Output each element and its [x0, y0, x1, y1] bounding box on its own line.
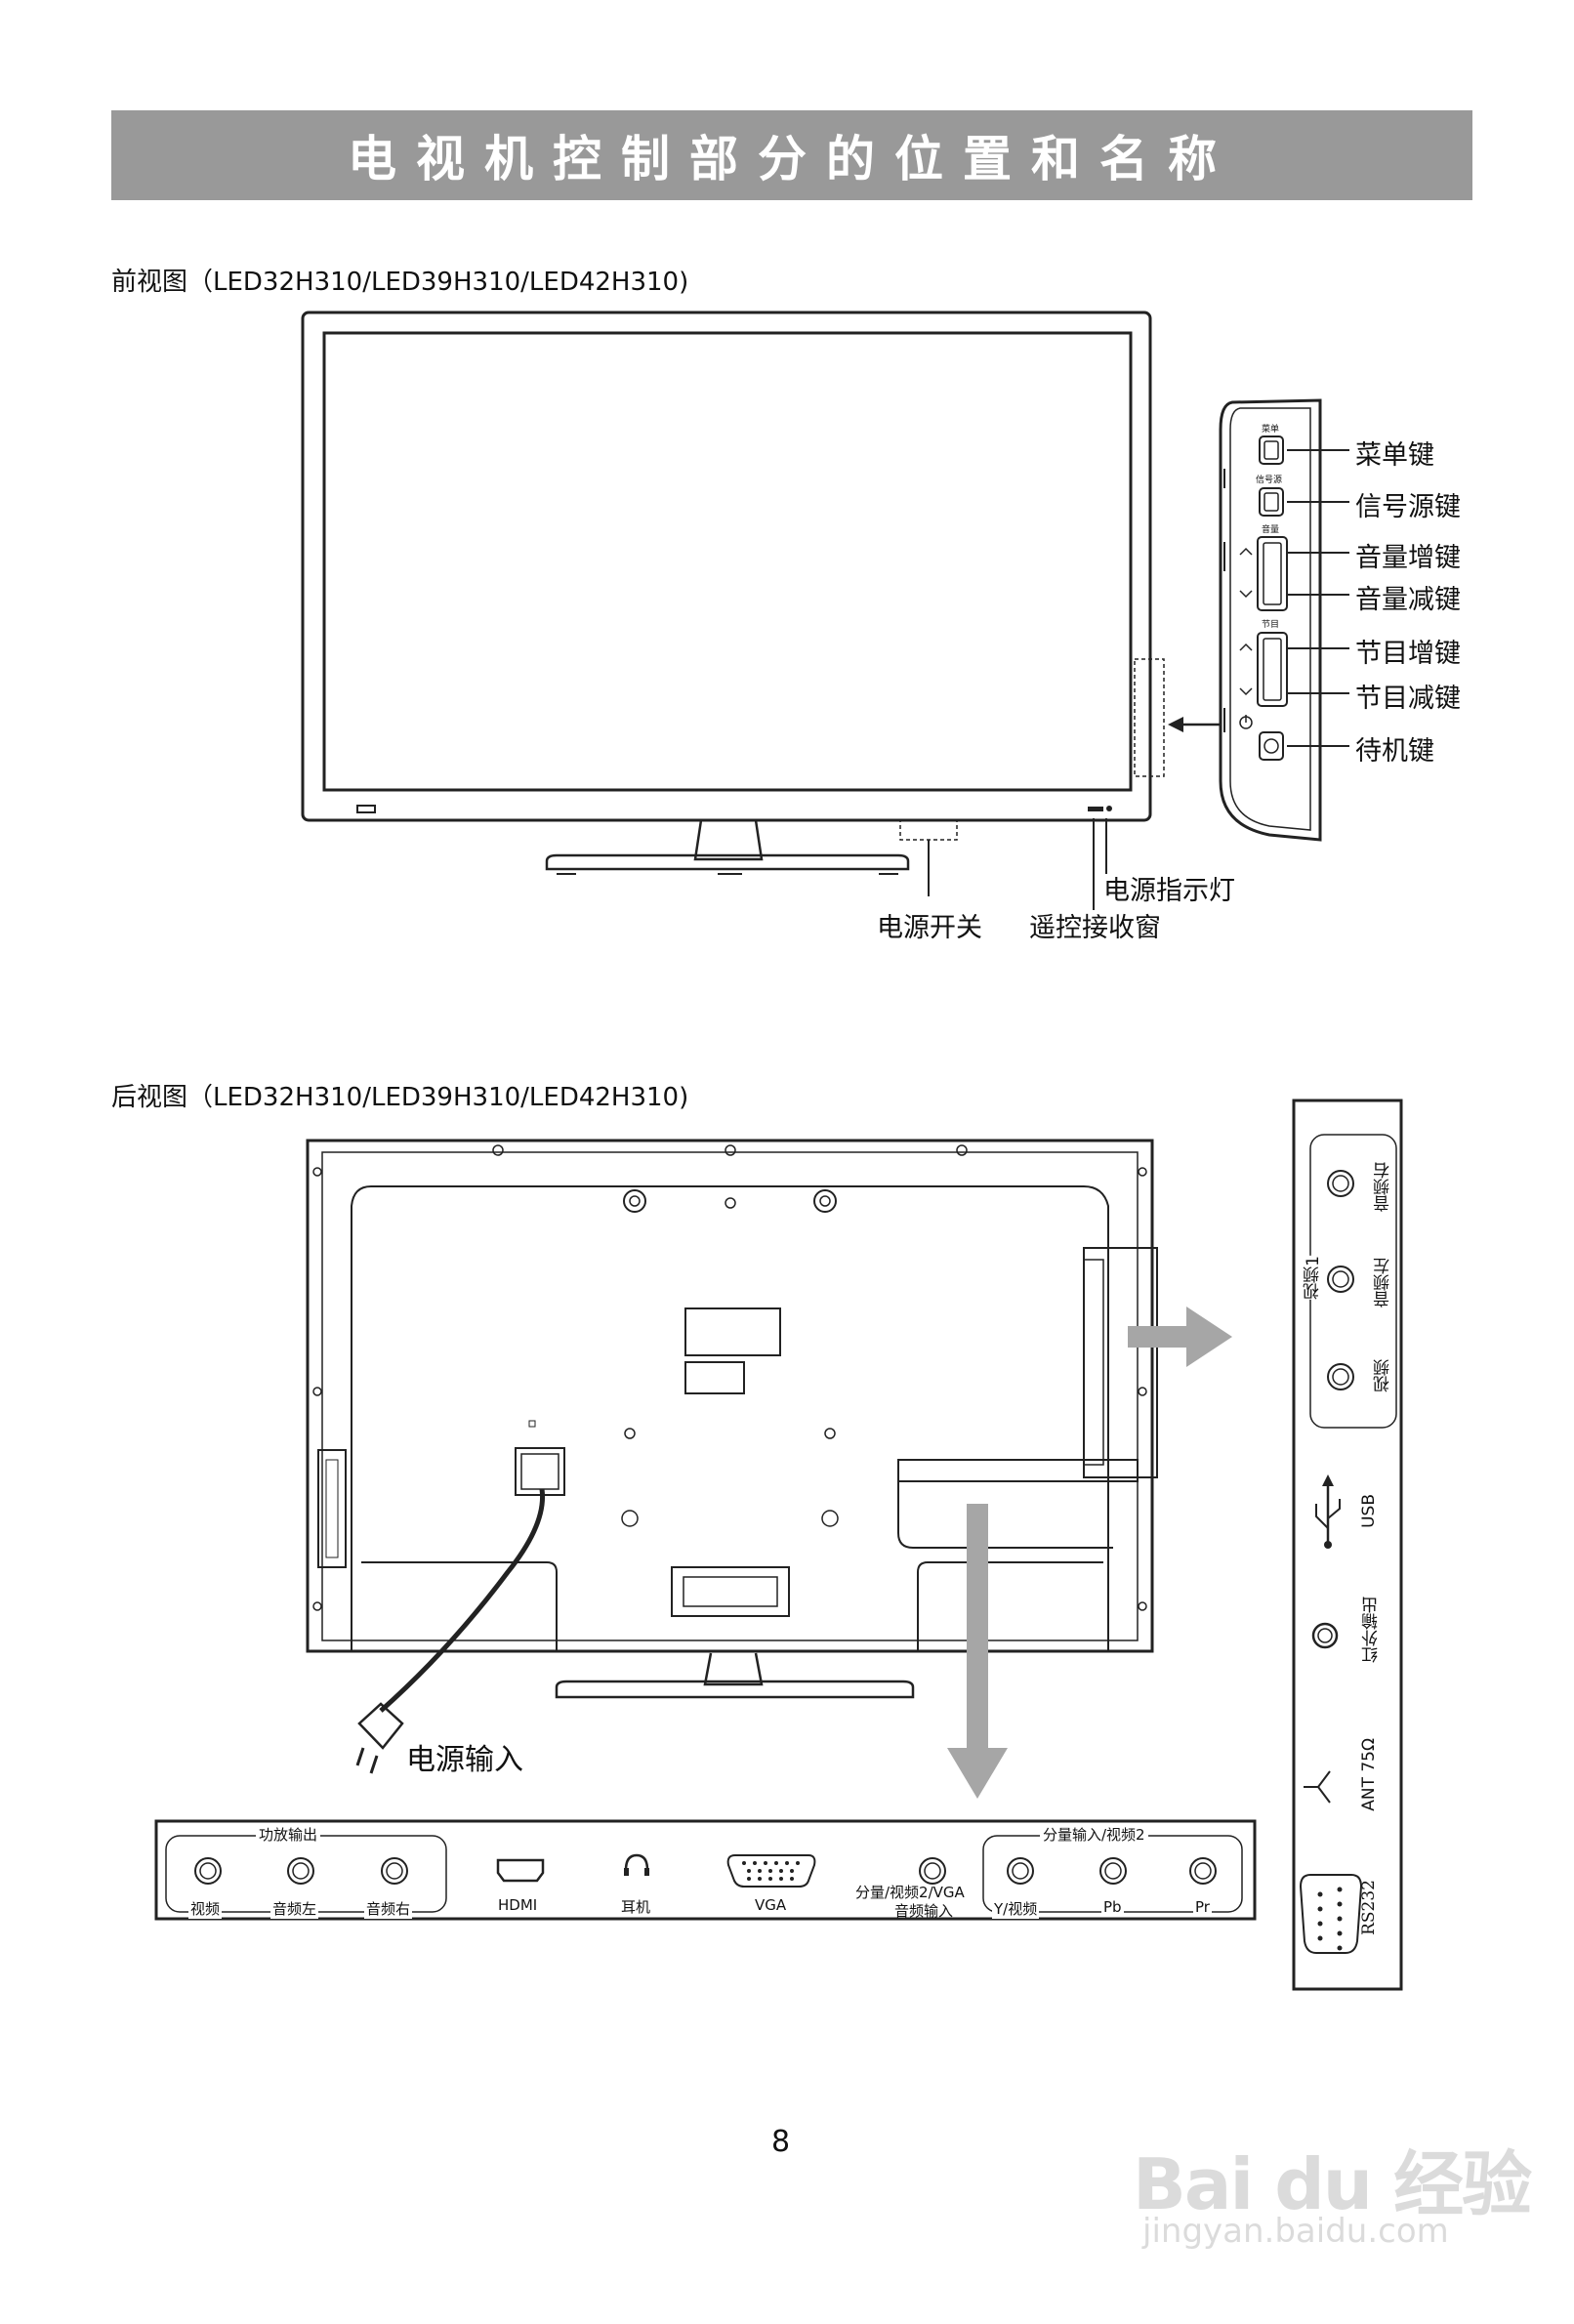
volume-up-key-label: 音量增键 — [1355, 543, 1461, 573]
power-indicator-label: 电源指示灯 — [1103, 876, 1235, 906]
tiny-source-label: 信号源 — [1256, 476, 1283, 485]
tiny-menu-label: 菜单 — [1262, 425, 1280, 435]
power-switch-label: 电源开关 — [877, 913, 982, 943]
port-audio-right-label: 音频右 — [1371, 1162, 1395, 1212]
front-view-caption: 前视图（LED32H310/LED39H310/LED42H310) — [111, 268, 689, 297]
page-number: 8 — [771, 2125, 791, 2159]
component-audio-label-line2: 音频输入 — [894, 1902, 954, 1920]
headphone-label: 耳机 — [621, 1898, 651, 1916]
tiny-volume-label: 音量 — [1262, 525, 1280, 535]
rs232-label: RS232 — [1359, 1880, 1379, 1935]
ir-out-label: 红外输出 — [1362, 1597, 1382, 1663]
source-key-label: 信号源键 — [1355, 492, 1461, 522]
tiny-channel-label: 节目 — [1262, 620, 1280, 630]
channel-up-key-label: 节目增键 — [1355, 639, 1461, 669]
watermark-url: jingyan.baidu.com — [1142, 2212, 1449, 2251]
menu-key-label: 菜单键 — [1355, 440, 1434, 471]
amp-group-label: 功放输出 — [256, 1824, 321, 1845]
usb-label: USB — [1359, 1494, 1379, 1528]
component-pb-label: Pb — [1101, 1898, 1124, 1916]
page-title-banner: 电视机控制部分的位置和名称 — [111, 110, 1472, 200]
amp-audio-left-label: 音频左 — [270, 1898, 319, 1919]
port-video-label: 视频 — [1371, 1359, 1395, 1392]
amp-audio-right-label: 音频右 — [364, 1898, 413, 1919]
ant-label: ANT 75Ω — [1359, 1738, 1379, 1811]
hdmi-label: HDMI — [498, 1896, 538, 1914]
page-title: 电视机控制部分的位置和名称 — [348, 131, 1236, 187]
port-audio-left-label: 音频左 — [1371, 1258, 1395, 1307]
component-group-label: 分量输入/视频2 — [1040, 1824, 1148, 1845]
channel-down-key-label: 节目减键 — [1355, 684, 1461, 714]
component-pr-label: Pr — [1193, 1898, 1212, 1916]
remote-window-label: 遥控接收窗 — [1029, 913, 1161, 943]
baidu-watermark: Bai du 经验 jingyan.baidu.com — [1133, 2119, 1532, 2265]
standby-key-label: 待机键 — [1355, 736, 1434, 767]
vga-label: VGA — [755, 1896, 787, 1914]
component-audio-label-line1: 分量/视频2/VGA — [855, 1884, 965, 1901]
component-y-video-label: Y/视频 — [992, 1898, 1040, 1919]
video1-group-label: 视频1 — [1301, 1256, 1325, 1300]
watermark-logo: Bai du 经验 — [1133, 2143, 1532, 2225]
power-input-label: 电源输入 — [406, 1743, 523, 1777]
back-view-caption: 后视图（LED32H310/LED39H310/LED42H310) — [111, 1083, 689, 1112]
volume-down-key-label: 音量减键 — [1355, 585, 1461, 615]
amp-video-label: 视频 — [188, 1898, 223, 1919]
